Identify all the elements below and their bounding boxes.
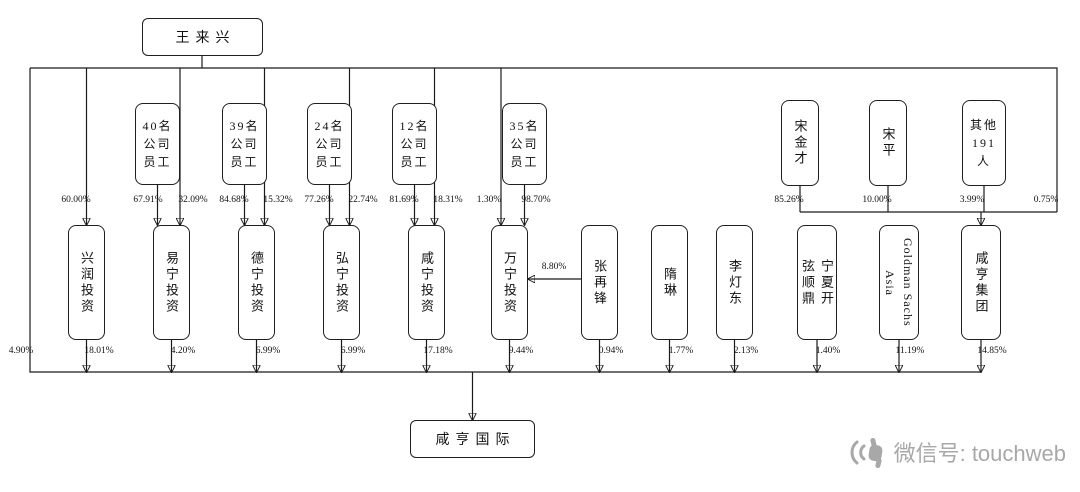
node-label: 德宁投资 bbox=[249, 250, 264, 315]
node-label: 24名 公司 员工 bbox=[314, 119, 345, 169]
stake-label: 6.99% bbox=[340, 346, 366, 356]
watermark: 微信号: touchweb bbox=[845, 432, 1066, 472]
stake-label: 67.91% bbox=[133, 195, 163, 205]
stake-label: 0.75% bbox=[1033, 195, 1059, 205]
node-li-dengdong: 李灯东 bbox=[716, 225, 753, 340]
node-xianheng-group: 咸亨集团 bbox=[961, 225, 1001, 340]
node-xingrun-investment: 兴润投资 bbox=[68, 225, 105, 340]
stake-label: 4.20% bbox=[170, 346, 196, 356]
stake-label: 60.00% bbox=[61, 195, 91, 205]
node-label: 张再锋 bbox=[592, 258, 607, 307]
node-label: 39名 公司 员工 bbox=[229, 119, 260, 169]
node-24-company-employees: 24名 公司 员工 bbox=[307, 103, 352, 185]
node-xianheng-international: 咸亨国际 bbox=[410, 420, 535, 458]
stake-label: 81.69% bbox=[389, 195, 419, 205]
stake-label: 8.80% bbox=[541, 262, 567, 272]
node-other-191-people: 其他 191 人 bbox=[962, 100, 1006, 186]
wechat-voice-icon bbox=[850, 437, 882, 469]
stake-label: 3.99% bbox=[959, 195, 985, 205]
node-yining-investment: 易宁投资 bbox=[153, 225, 190, 340]
node-ningxia-kaixian-shunding: 宁夏开弦顺鼎 bbox=[797, 225, 837, 340]
node-label: 宁夏开弦顺鼎 bbox=[800, 258, 834, 307]
stake-label: 1.77% bbox=[668, 346, 694, 356]
node-wang-laixing: 王来兴 bbox=[142, 18, 263, 56]
node-label: 35名 公司 员工 bbox=[509, 119, 540, 169]
node-label: 咸亨国际 bbox=[435, 433, 516, 448]
stake-label: 14.85% bbox=[977, 346, 1007, 356]
node-song-ping: 宋平 bbox=[869, 100, 907, 186]
node-zhang-zaifeng: 张再锋 bbox=[581, 225, 618, 340]
stake-label: 15.32% bbox=[263, 195, 293, 205]
node-label: 40名 公司 员工 bbox=[142, 119, 173, 169]
node-label: 宋平 bbox=[880, 127, 896, 159]
node-39-company-employees: 39名 公司 员工 bbox=[222, 103, 267, 185]
stake-label: 6.99% bbox=[255, 346, 281, 356]
node-label: 李灯东 bbox=[727, 258, 742, 307]
node-label: 兴润投资 bbox=[79, 250, 94, 315]
stake-label: 18.01% bbox=[84, 346, 114, 356]
node-label: 易宁投资 bbox=[164, 250, 179, 315]
stake-label: 4.90% bbox=[8, 346, 34, 356]
stake-label: 2.13% bbox=[733, 346, 759, 356]
stake-label: 32.09% bbox=[178, 195, 208, 205]
node-sui-lin: 隋琳 bbox=[651, 225, 688, 340]
stake-label: 9.44% bbox=[508, 346, 534, 356]
node-label: 万宁投资 bbox=[502, 250, 517, 315]
stake-label: 84.68% bbox=[219, 195, 249, 205]
stake-label: 10.00% bbox=[862, 195, 892, 205]
stake-label: 1.40% bbox=[815, 346, 841, 356]
node-35-company-employees: 35名 公司 员工 bbox=[502, 103, 547, 185]
node-label: 12名 公司 员工 bbox=[399, 119, 430, 169]
node-dening-investment: 德宁投资 bbox=[238, 225, 275, 340]
node-hongning-investment: 弘宁投资 bbox=[323, 225, 360, 340]
node-song-jincai: 宋金才 bbox=[781, 100, 819, 186]
node-label: 王来兴 bbox=[175, 31, 236, 46]
node-label: 咸宁投资 bbox=[419, 250, 434, 315]
watermark-text: 微信号: touchweb bbox=[893, 441, 1066, 466]
stake-label: 22.74% bbox=[348, 195, 378, 205]
node-goldman-sachs-asia: Goldman Sachs Asia bbox=[879, 225, 919, 340]
stake-label: 11.19% bbox=[895, 346, 925, 356]
node-40-company-employees: 40名 公司 员工 bbox=[135, 103, 180, 185]
node-xianning-investment: 咸宁投资 bbox=[408, 225, 445, 340]
stake-label: 0.94% bbox=[598, 346, 624, 356]
node-12-company-employees: 12名 公司 员工 bbox=[392, 103, 437, 185]
node-label: 弘宁投资 bbox=[334, 250, 349, 315]
stake-label: 85.26% bbox=[774, 195, 804, 205]
node-label: 其他 191 人 bbox=[969, 118, 998, 168]
node-label: 隋琳 bbox=[662, 266, 677, 299]
node-label: 咸亨集团 bbox=[973, 250, 989, 315]
node-label: Goldman Sachs Asia bbox=[883, 238, 915, 327]
stake-label: 17.18% bbox=[423, 346, 453, 356]
stake-label: 1.30% bbox=[476, 195, 502, 205]
stake-label: 98.70% bbox=[521, 195, 551, 205]
stake-label: 77.26% bbox=[304, 195, 334, 205]
node-wanning-investment: 万宁投资 bbox=[491, 225, 528, 340]
node-label: 宋金才 bbox=[792, 119, 808, 167]
stake-label: 18.31% bbox=[433, 195, 463, 205]
